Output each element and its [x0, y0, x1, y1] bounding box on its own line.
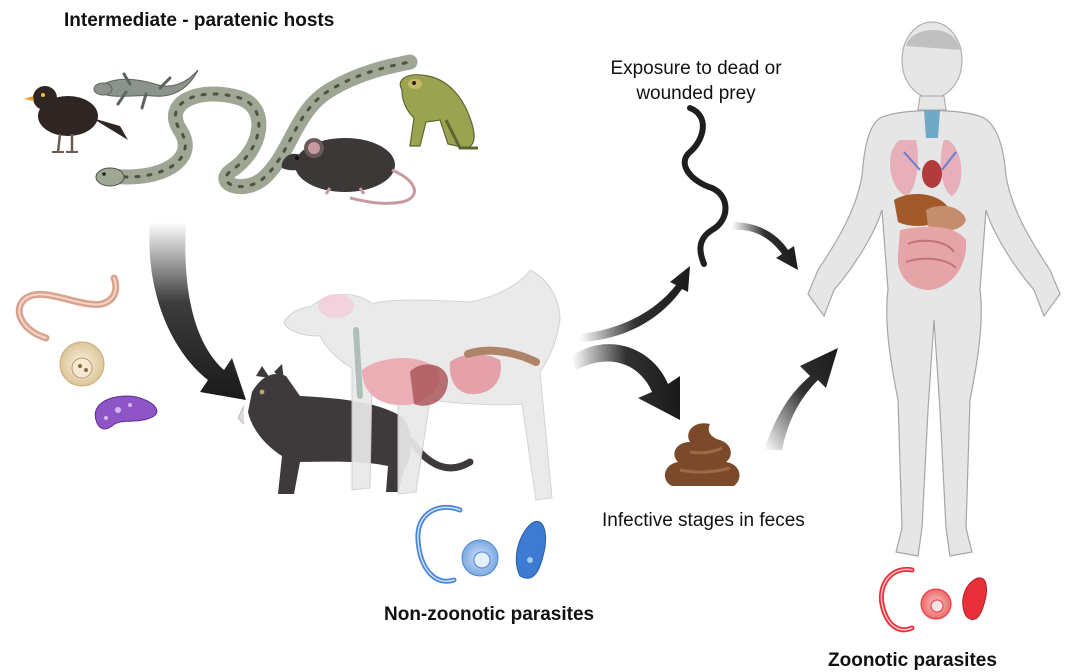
page-title: Intermediate - paratenic hosts [64, 10, 334, 32]
non-zoonotic-worm-icon [418, 507, 460, 581]
arrow-dog-to-feces [572, 344, 680, 420]
worm-icon [19, 278, 116, 338]
arrow-prey-to-human [732, 222, 798, 270]
mouse-icon [282, 138, 415, 203]
prey-snake-icon [685, 108, 726, 264]
arrow-dog-to-prey [580, 266, 690, 342]
exposure-label-line2: wounded prey [636, 83, 755, 104]
exposure-label-line1: Exposure to dead or [610, 58, 781, 79]
non-zoonotic-cyst-icon [462, 540, 498, 576]
cyst-icon [60, 342, 104, 386]
exposure-label: Exposure to dead or wounded prey [598, 56, 794, 106]
feces-icon [665, 423, 740, 486]
arrow-feces-to-human [764, 348, 838, 450]
non-zoonotic-label: Non-zoonotic parasites [384, 604, 594, 626]
zoonotic-worm-icon [881, 569, 912, 629]
dog-icon [284, 270, 560, 500]
non-zoonotic-protozoan-icon [516, 521, 545, 578]
human-icon [808, 22, 1060, 556]
frog-icon [400, 75, 478, 148]
feces-label: Infective stages in feces [602, 510, 805, 532]
protozoan-icon [95, 396, 157, 429]
zoonotic-label: Zoonotic parasites [828, 650, 997, 672]
zoonotic-cyst-icon [921, 589, 951, 619]
arrow-hosts-to-cat [149, 222, 246, 400]
zoonotic-protozoan-icon [963, 578, 987, 620]
